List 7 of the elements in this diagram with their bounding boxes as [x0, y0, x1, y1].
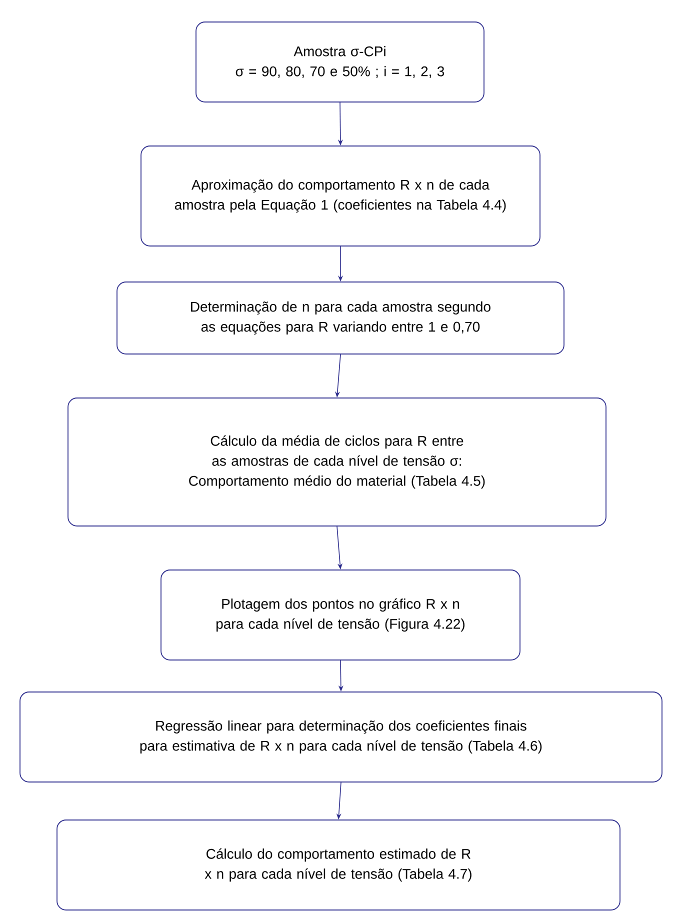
process-box: Determinação de n para cada amostra segundo as equações para R variando entre 1 e 0,70: [116, 282, 564, 354]
process-box: Plotagem dos pontos no gráfico R x n para cada nível de tensão (Figura 4.22): [160, 570, 520, 660]
process-box: Aproximação do comportamento R x n de cada amostra pela Equação 1 (coeficientes na Tabela 4.4): [140, 146, 540, 246]
process-box: Amostra σ-CPi σ = 90, 80, 70 e 50% ; i = 1, 2, 3: [196, 22, 484, 102]
process-box: Cálculo da média de ciclos para R entre as amostras de cada nível de tensão σ: Comportamento médio do material (Tabela 4.5): [68, 398, 606, 526]
process-box: Regressão linear para determinação dos coeficientes finais para estimativa de R x n para cada nível de tensão (Tabela 4.6): [20, 692, 662, 782]
process-box: Cálculo do comportamento estimado de R x n para cada nível de tensão (Tabela 4.7): [56, 820, 620, 910]
